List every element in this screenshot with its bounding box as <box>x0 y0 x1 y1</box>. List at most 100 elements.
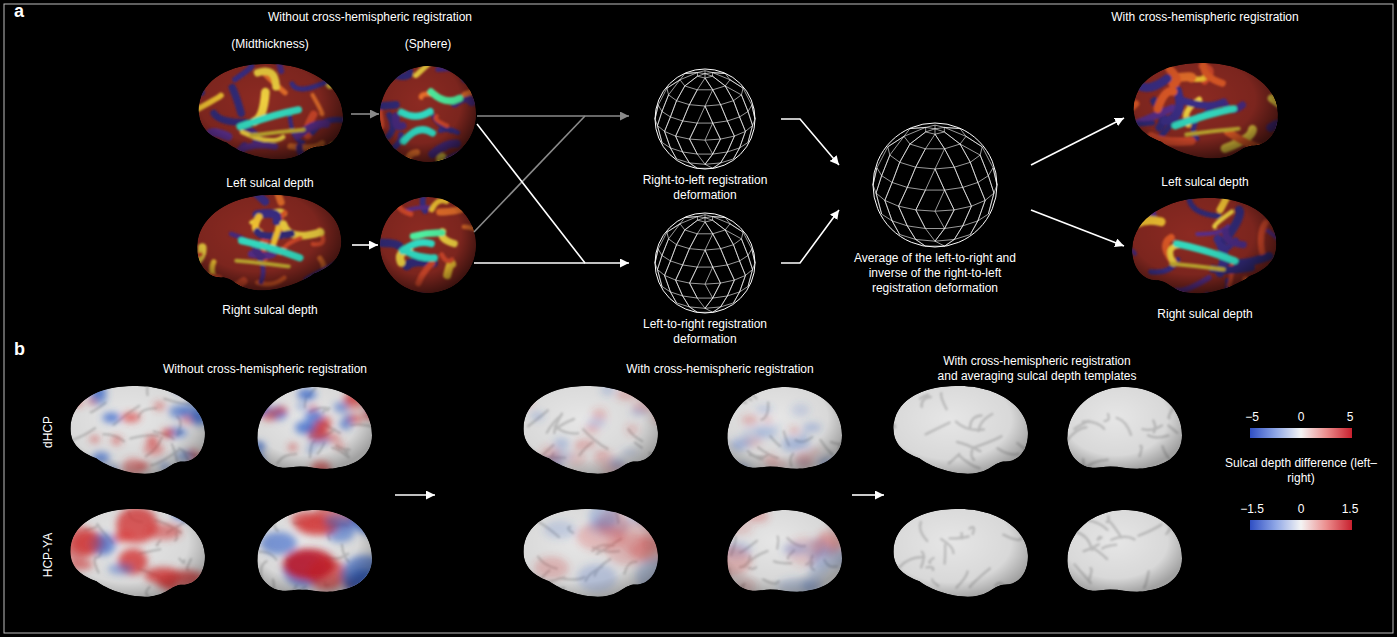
registration-mesh <box>945 210 955 229</box>
column-title: Without cross-hemispheric registration <box>125 362 405 377</box>
sulcal-depth-brain <box>330 57 333 85</box>
registration-mesh <box>665 261 671 275</box>
sulcal-depth-brain <box>173 179 342 313</box>
sulcal-depth-brain <box>1113 41 1311 168</box>
difference-map-brain <box>648 461 660 466</box>
registration-mesh <box>705 222 713 234</box>
inflated-sphere <box>380 197 476 293</box>
registration-mesh <box>689 90 697 105</box>
registration-mesh <box>963 187 972 206</box>
difference-map-brain <box>71 386 205 474</box>
registration-mesh <box>935 169 945 190</box>
registration-mesh <box>721 152 728 163</box>
registration-mesh <box>935 169 945 190</box>
view-heading: (Midthickness) <box>190 37 350 52</box>
registration-mesh <box>960 144 970 162</box>
registration-mesh <box>705 307 721 308</box>
registration-mesh <box>658 249 662 255</box>
sulcal-depth-brain <box>173 254 200 266</box>
registration-mesh <box>705 283 720 284</box>
sulcal-depth-brain <box>197 195 341 290</box>
registration-mesh <box>916 210 926 229</box>
registration-mesh <box>705 267 713 284</box>
registration-mesh <box>676 136 690 139</box>
registration-mesh <box>980 147 982 155</box>
registration-mesh <box>705 298 713 308</box>
sulcal-depth-brain <box>1113 41 1311 168</box>
registration-mesh <box>954 162 970 167</box>
difference-map-brain <box>517 383 668 476</box>
registration-mesh <box>882 155 890 176</box>
difference-map-brain <box>198 455 216 466</box>
difference-map-brain <box>651 506 656 524</box>
registration-mesh <box>970 155 980 162</box>
registration-mesh <box>935 229 945 242</box>
difference-map-brain <box>249 453 265 464</box>
registration-mesh <box>935 134 945 149</box>
registration-mesh <box>904 127 926 136</box>
registration-mesh <box>690 123 698 139</box>
registration-mesh <box>705 154 713 164</box>
registration-mesh <box>705 71 713 73</box>
difference-map-brain <box>650 392 662 398</box>
difference-map-brain <box>508 503 677 603</box>
registration-mesh <box>670 261 682 265</box>
registration-mesh <box>945 190 955 210</box>
registration-mesh <box>670 245 676 261</box>
sulcal-depth-brain <box>169 45 345 170</box>
registration-mesh <box>690 139 705 140</box>
difference-map-brain <box>250 502 397 598</box>
difference-map-brain <box>894 509 1028 597</box>
registration-mesh <box>733 239 741 245</box>
registration-mesh <box>988 176 994 193</box>
registration-mesh <box>748 249 752 255</box>
registration-mesh <box>740 117 746 131</box>
sulcal-depth-brain <box>340 283 342 313</box>
registration-mesh <box>876 176 882 193</box>
registration-mesh <box>721 245 734 249</box>
registration-mesh <box>662 95 669 112</box>
registration-mesh <box>713 152 728 154</box>
difference-map-brain <box>517 391 530 398</box>
registration-mesh <box>697 267 712 268</box>
difference-map-brain <box>709 510 852 596</box>
registration-mesh <box>697 73 698 77</box>
registration-mesh <box>713 123 721 139</box>
registration-mesh <box>748 111 753 125</box>
registration-mesh <box>705 284 713 298</box>
registration-mesh <box>925 127 926 132</box>
difference-map-brain <box>80 465 94 474</box>
registration-mesh <box>725 224 730 230</box>
difference-map-brain <box>1030 435 1056 445</box>
inflated-sphere <box>455 287 467 306</box>
difference-map-brain <box>722 398 733 406</box>
registration-mesh <box>705 249 721 250</box>
registration-mesh <box>665 117 671 131</box>
registration-mesh <box>705 78 713 90</box>
registration-mesh <box>683 105 690 121</box>
registration-mesh <box>662 255 670 260</box>
registration-mesh <box>727 265 734 280</box>
registration-mesh <box>954 226 962 240</box>
registration-mesh <box>935 134 945 149</box>
registration-mesh <box>705 218 713 221</box>
registration-mesh <box>705 250 713 267</box>
registration-mesh <box>689 105 705 106</box>
registration-mesh <box>713 283 721 298</box>
registration-mesh <box>690 123 698 139</box>
registration-mesh <box>697 233 712 234</box>
registration-mesh <box>685 220 698 230</box>
panel-caption: Right-to-left registration deformation <box>630 173 780 203</box>
registration-mesh <box>676 136 683 152</box>
registration-mesh <box>980 155 988 176</box>
registration-mesh <box>683 152 690 163</box>
difference-map-brain <box>727 510 842 592</box>
registration-mesh <box>665 261 671 275</box>
registration-mesh <box>713 139 721 154</box>
difference-map-brain <box>709 510 852 596</box>
registration-mesh <box>697 89 712 90</box>
inflated-sphere <box>415 296 437 309</box>
difference-map-brain <box>173 386 190 394</box>
registration-mesh <box>705 154 713 164</box>
inflated-sphere <box>471 160 496 169</box>
